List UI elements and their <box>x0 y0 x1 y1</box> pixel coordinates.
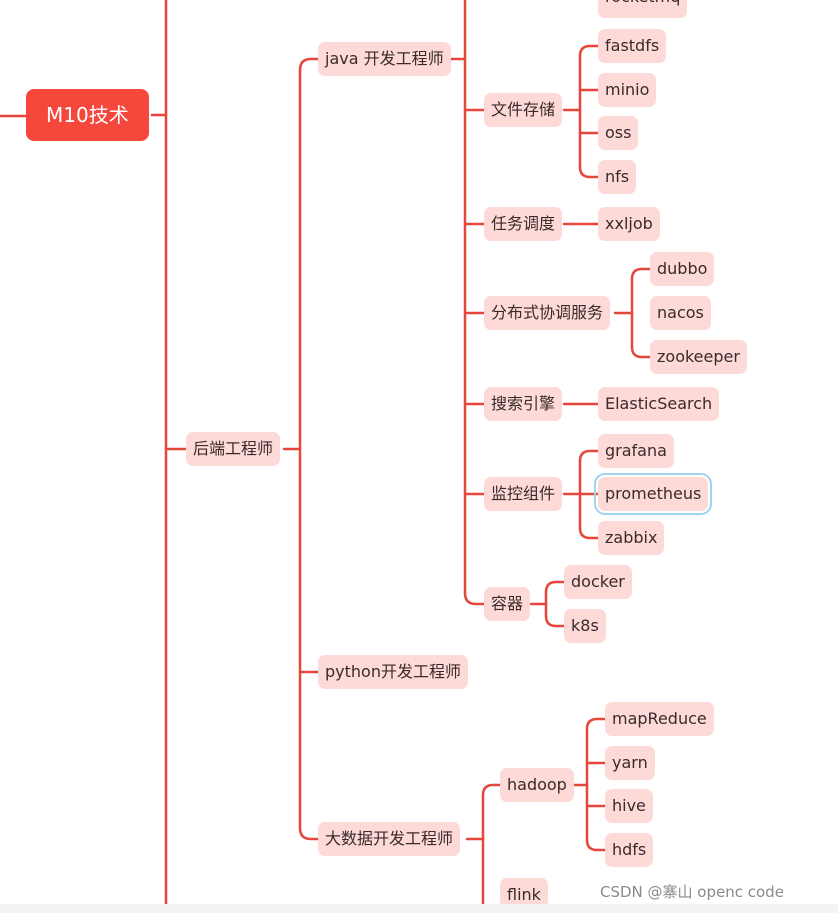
node-java-engineer[interactable]: java 开发工程师 <box>318 42 451 76</box>
root-node-m10[interactable]: M10技术 <box>26 89 149 141</box>
node-xxljob[interactable]: xxljob <box>598 207 660 241</box>
node-bigdata-engineer[interactable]: 大数据开发工程师 <box>318 822 461 856</box>
csdn-watermark: CSDN @寨山 openc code <box>600 883 784 901</box>
node-dubbo[interactable]: dubbo <box>650 252 715 286</box>
node-grafana[interactable]: grafana <box>598 434 674 468</box>
node-flink[interactable]: flink <box>500 878 548 908</box>
node-hadoop[interactable]: hadoop <box>500 768 574 802</box>
node-oss[interactable]: oss <box>598 116 639 150</box>
bottom-strip <box>0 904 838 913</box>
node-container[interactable]: 容器 <box>484 587 531 621</box>
node-hdfs[interactable]: hdfs <box>605 833 654 867</box>
node-monitoring[interactable]: 监控组件 <box>484 477 563 511</box>
node-minio[interactable]: minio <box>598 73 657 107</box>
node-backend-engineer[interactable]: 后端工程师 <box>186 432 281 466</box>
node-search-engine[interactable]: 搜索引擎 <box>484 387 563 421</box>
node-zabbix[interactable]: zabbix <box>598 521 665 555</box>
node-nfs[interactable]: nfs <box>598 160 637 194</box>
node-elasticsearch[interactable]: ElasticSearch <box>598 387 720 421</box>
node-distributed-coordination[interactable]: 分布式协调服务 <box>484 296 611 330</box>
node-k8s[interactable]: k8s <box>564 609 606 643</box>
node-nacos[interactable]: nacos <box>650 296 711 330</box>
node-task-scheduling[interactable]: 任务调度 <box>484 207 563 241</box>
node-docker[interactable]: docker <box>564 565 632 599</box>
node-fastdfs[interactable]: fastdfs <box>598 29 667 63</box>
node-mapreduce[interactable]: mapReduce <box>605 702 714 736</box>
node-hive[interactable]: hive <box>605 789 653 823</box>
node-yarn[interactable]: yarn <box>605 746 655 780</box>
node-zookeeper[interactable]: zookeeper <box>650 340 747 374</box>
node-prometheus[interactable]: prometheus <box>593 473 713 515</box>
node-rocketmq[interactable]: rocketmq <box>598 0 688 18</box>
node-file-storage[interactable]: 文件存储 <box>484 93 563 127</box>
node-python-engineer[interactable]: python开发工程师 <box>318 655 468 689</box>
